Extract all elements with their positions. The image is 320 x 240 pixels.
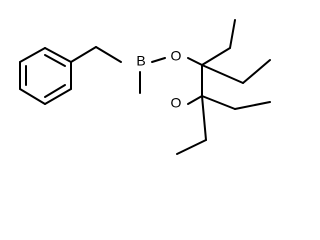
- ethyl-top-right-bond-2: [242, 59, 271, 84]
- ethyl-top-up-bond-2: [229, 19, 236, 49]
- benzene-bond-1: [44, 47, 72, 63]
- ethyl-top-right-bond-1: [201, 64, 244, 84]
- oxygen-top-atom-label: O: [171, 48, 182, 64]
- boron-atom-label: B: [136, 53, 145, 69]
- ring-bond-b-o-top: [151, 57, 166, 63]
- benzene-bond-3: [44, 88, 72, 105]
- ethyl-bottom-down-bond-2: [176, 139, 207, 155]
- oxygen-bottom-atom-label: O: [171, 95, 182, 111]
- benzyl-bond-boron: [95, 46, 122, 63]
- benzene-inner-bond-2: [44, 84, 66, 98]
- molecule-canvas: B O O: [19, 19, 271, 155]
- benzene-bond-6: [19, 47, 46, 63]
- benzene-inner-bond-1: [44, 54, 66, 67]
- ring-bond-o-top-c: [187, 57, 203, 66]
- ethyl-bottom-down-bond-1: [201, 95, 207, 141]
- ethyl-bottom-right-bond-2: [234, 101, 271, 110]
- benzyl-bond-ring: [70, 46, 97, 63]
- benzene-bond-4: [19, 88, 46, 105]
- structure-svg: B O O: [19, 19, 271, 155]
- ethyl-bottom-right-bond-1: [201, 95, 236, 110]
- ring-bond-c-o-bottom: [187, 95, 203, 105]
- ethyl-top-up-bond-1: [201, 47, 231, 66]
